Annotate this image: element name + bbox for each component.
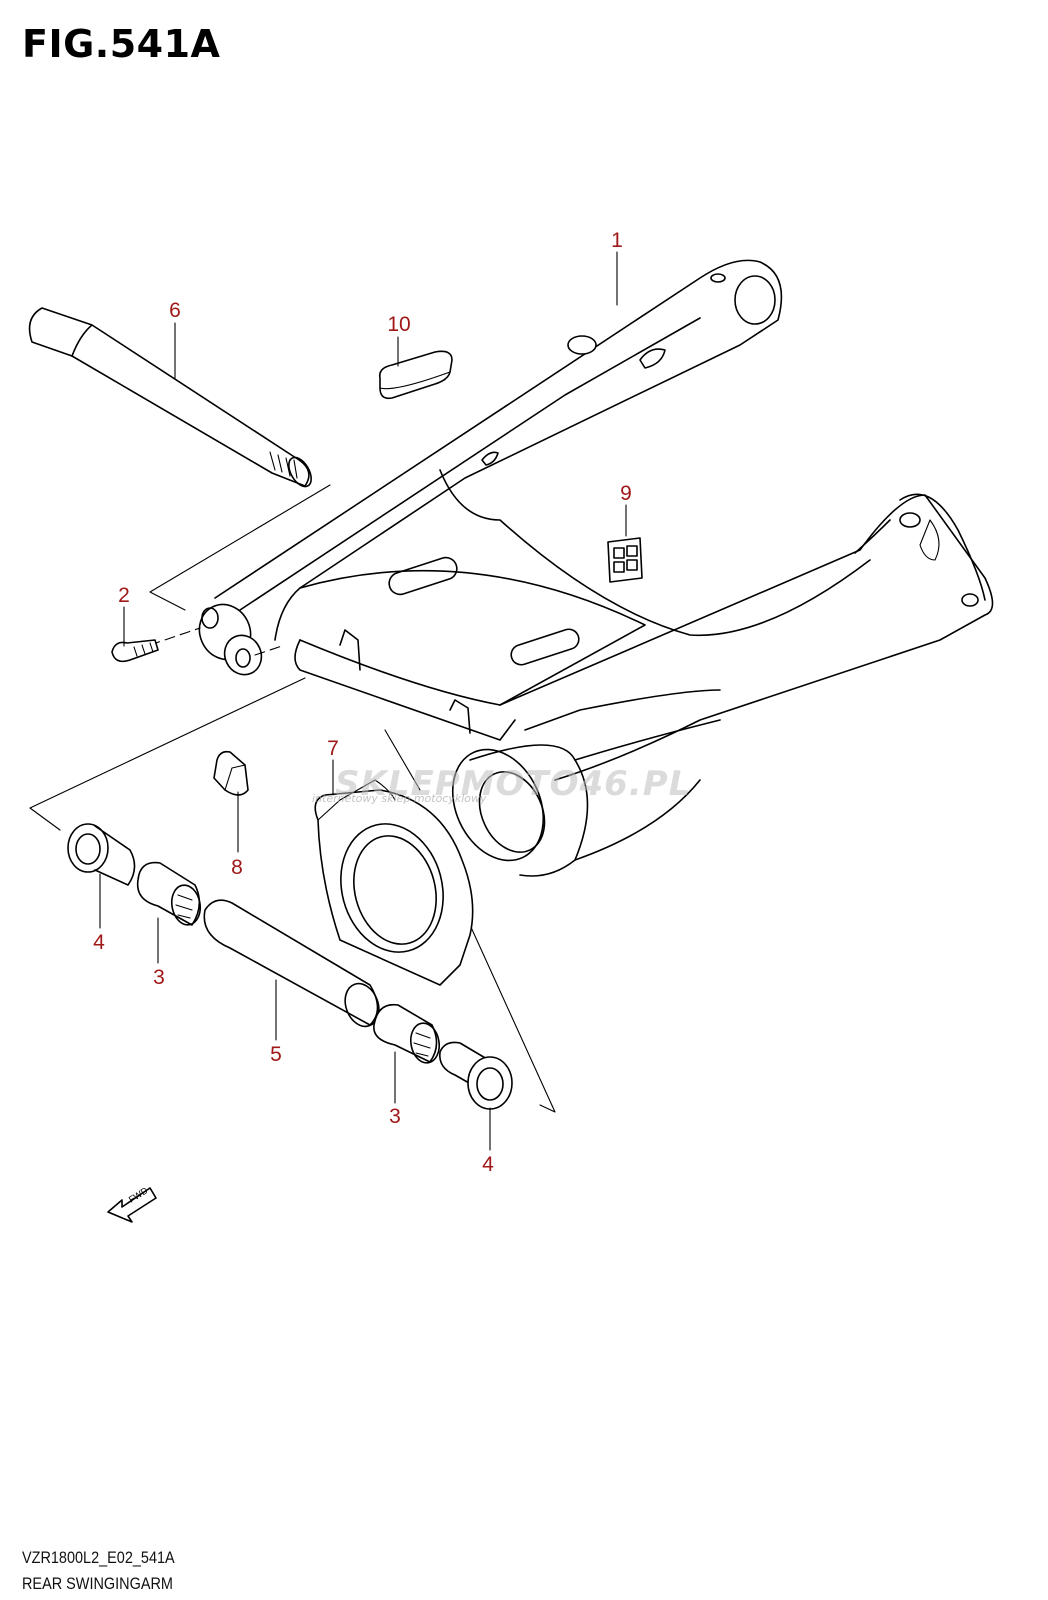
callout-4-left: 4 (93, 931, 105, 954)
plug-cap (378, 350, 453, 400)
callout-leaders (99, 251, 627, 1151)
diagram-caption: REAR SWINGINGARM (22, 1574, 173, 1593)
callout-8: 8 (231, 856, 243, 879)
callout-2: 2 (118, 584, 130, 607)
callout-3-right: 3 (389, 1105, 401, 1128)
collar-left (67, 823, 136, 886)
pivot-shaft (28, 307, 312, 488)
assembly-guide-lines (29, 484, 556, 1113)
callout-10: 10 (387, 313, 411, 336)
callout-5: 5 (270, 1043, 282, 1066)
figure-title: FIG.541A (22, 22, 221, 66)
needle-bearing-left (136, 861, 202, 926)
swingarm (198, 259, 994, 877)
clamp-clip (213, 750, 249, 796)
model-code: VZR1800L2_E02_541A (22, 1548, 175, 1567)
watermark-text: SKLEPMOTO46.PL (335, 764, 692, 804)
rubber-grommet (607, 537, 643, 583)
watermark-subtext: internetowy sklep motocyklowy (312, 792, 487, 805)
callout-3-left: 3 (153, 966, 165, 989)
callout-6: 6 (169, 299, 181, 322)
dust-cover (314, 779, 474, 986)
callout-7: 7 (327, 737, 339, 760)
collar-right (438, 1041, 513, 1110)
needle-bearing-right (373, 1003, 441, 1064)
callout-9: 9 (620, 482, 632, 505)
callout-4-right: 4 (482, 1153, 494, 1176)
fwd-arrow-icon (107, 1187, 157, 1223)
bolt (111, 639, 159, 663)
callout-1: 1 (611, 229, 623, 252)
spacer-tube (203, 899, 380, 1028)
